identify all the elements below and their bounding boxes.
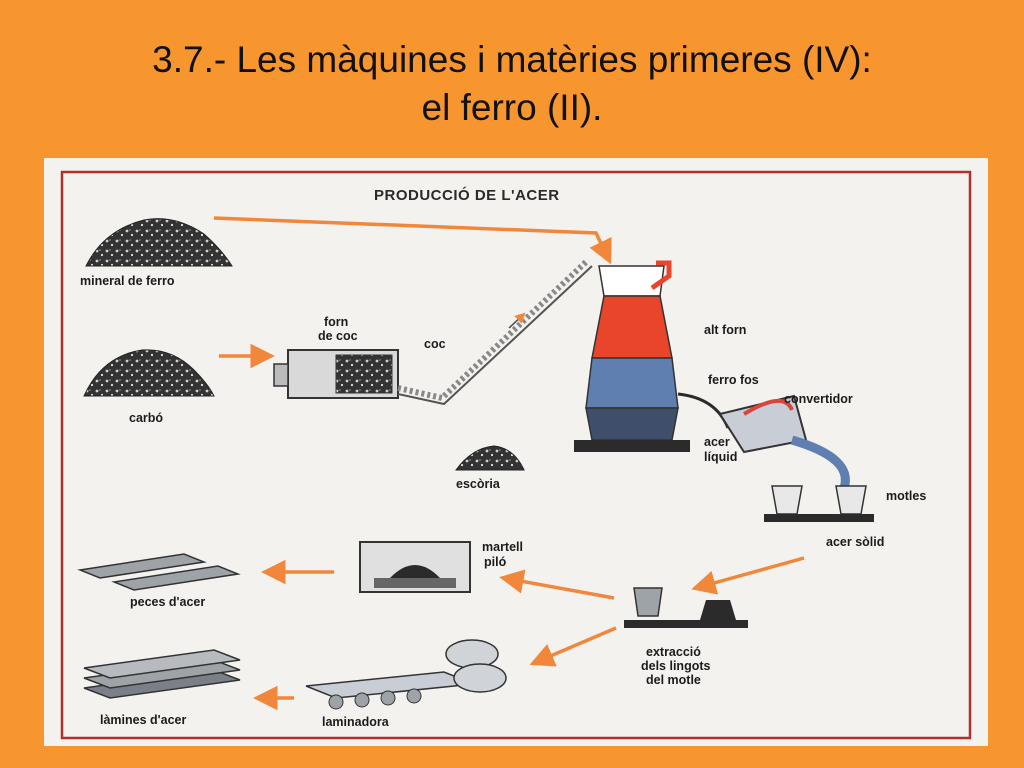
slide-title: 3.7.- Les màquines i matèries primeres (…	[0, 36, 1024, 132]
conveyor-icon	[397, 257, 593, 406]
label-motles: motles	[886, 489, 926, 503]
label-coc: coc	[424, 337, 446, 351]
diagram-title: PRODUCCIÓ DE L'ACER	[374, 186, 560, 204]
slide-title-line-1: 3.7.- Les màquines i matèries primeres (…	[152, 39, 872, 80]
label-acer-solid: acer sòlid	[826, 535, 884, 549]
label-escoria: escòria	[456, 477, 501, 491]
arrow-ore-to-furnace	[213, 216, 612, 265]
label-martell-2: piló	[484, 555, 507, 569]
diagram-frame	[60, 170, 972, 740]
arrow-extraction-to-mill	[529, 626, 617, 667]
label-extraccio-1: extracció	[646, 645, 701, 659]
label-martell-1: martell	[482, 540, 523, 554]
label-alt-forn: alt forn	[704, 323, 746, 337]
label-laminadora: laminadora	[322, 715, 390, 729]
label-mineral-ferro: mineral de ferro	[80, 274, 175, 288]
label-extraccio-3: del motle	[646, 673, 701, 687]
label-acer-liquid-2: líquid	[704, 450, 737, 464]
converter-icon	[718, 394, 850, 490]
slide-title-line-2: el ferro (II).	[421, 87, 603, 128]
steel-beam-icon	[77, 553, 241, 591]
coke-oven-icon	[273, 349, 399, 399]
arrow-solid-to-extraction	[691, 556, 805, 595]
hammer-press-icon	[359, 541, 471, 593]
slag-pile-icon	[455, 445, 525, 471]
label-peces: peces d'acer	[130, 595, 205, 609]
rolling-mill-icon	[305, 639, 507, 710]
ore-pile-icon	[85, 218, 233, 267]
label-forn-1: forn	[324, 315, 348, 329]
mold-icon	[764, 485, 874, 522]
label-lamines: làmines d'acer	[100, 713, 186, 727]
label-extraccio-2: dels lingots	[641, 659, 711, 673]
blast-furnace-icon	[574, 260, 690, 452]
label-forn-2: de coc	[318, 329, 358, 343]
arrow-extraction-to-hammer	[499, 569, 615, 600]
diagram-canvas: PRODUCCIÓ DE L'ACER mineral de ferro car…	[60, 170, 972, 740]
steel-production-diagram: PRODUCCIÓ DE L'ACER mineral de ferro car…	[44, 158, 988, 746]
label-carbo: carbó	[129, 411, 163, 425]
coal-pile-icon	[83, 349, 215, 397]
molten-iron-flow	[677, 392, 730, 429]
label-acer-liquid-1: acer	[704, 435, 730, 449]
label-ferro-fos: ferro fos	[708, 373, 759, 387]
steel-sheet-icon	[83, 649, 241, 699]
extraction-icon	[624, 587, 748, 628]
label-convertidor: convertidor	[784, 392, 853, 406]
